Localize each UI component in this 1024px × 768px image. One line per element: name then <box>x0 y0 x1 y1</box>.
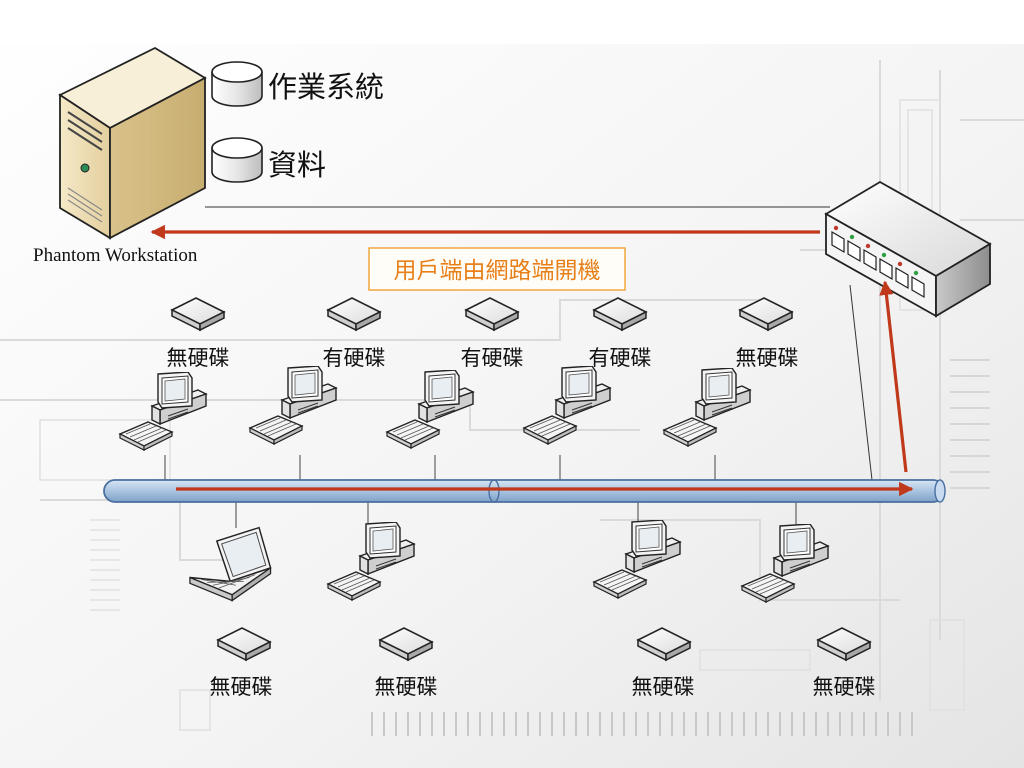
client-bottom-2: 無硬碟 <box>327 522 438 699</box>
boot-callout-label: 用戶端由網路端開機 <box>394 258 601 284</box>
disk-status-label: 無硬碟 <box>210 675 273 699</box>
arrow-to-switch <box>879 280 908 473</box>
disk-status-label: 有硬碟 <box>323 346 386 370</box>
desktop-computer-icon <box>593 520 681 599</box>
port-icon <box>895 266 909 290</box>
server-tower-icon <box>58 46 207 240</box>
hard-disk-icon <box>739 297 793 331</box>
client-top-3: 有硬碟 <box>386 297 524 449</box>
status-led <box>865 243 871 249</box>
desktop-computer-icon <box>523 366 611 445</box>
network-switch-icon <box>824 180 992 318</box>
client-top-4: 有硬碟 <box>523 297 652 445</box>
hard-disk-icon <box>593 297 647 331</box>
disk-status-label: 有硬碟 <box>461 346 524 370</box>
database-icon <box>211 137 263 183</box>
hard-disk-icon <box>327 297 381 331</box>
disk-status-label: 無硬碟 <box>813 675 876 699</box>
hard-disk-icon <box>217 627 271 661</box>
port-icon <box>863 248 877 272</box>
client-top-1: 無硬碟 <box>119 297 230 451</box>
storage-label: 作業系統 <box>268 70 384 104</box>
status-led <box>897 261 903 267</box>
port-icon <box>911 275 925 299</box>
desktop-computer-icon <box>663 368 751 447</box>
disk-status-label: 無硬碟 <box>167 346 230 370</box>
port-icon <box>879 257 893 281</box>
disk-status-label: 無硬碟 <box>736 346 799 370</box>
storage-label: 資料 <box>268 148 326 182</box>
status-led <box>849 234 855 240</box>
connector-lines <box>205 206 873 481</box>
boot-callout: 用戶端由網路端開機 <box>368 247 626 291</box>
desktop-computer-icon <box>741 524 829 603</box>
status-led <box>881 252 887 258</box>
data-storage: 資料 <box>211 137 326 183</box>
laptop-icon <box>189 526 272 602</box>
hard-disk-icon <box>171 297 225 331</box>
server-label: Phantom Workstation <box>33 245 198 266</box>
hard-disk-icon <box>465 297 519 331</box>
desktop-computer-icon <box>386 370 474 449</box>
status-led <box>913 270 919 276</box>
hard-disk-icon <box>379 627 433 661</box>
desktop-computer-icon <box>119 372 207 451</box>
desktop-computer-icon <box>249 366 337 445</box>
boot-path-arrows <box>150 224 914 497</box>
client-bottom-4: 無硬碟 <box>741 524 876 699</box>
disk-status-label: 無硬碟 <box>632 675 695 699</box>
desktop-computer-icon <box>327 522 415 601</box>
network-bus <box>103 479 946 503</box>
status-led <box>833 225 839 231</box>
database-icon <box>211 61 263 107</box>
client-top-5: 無硬碟 <box>663 297 799 447</box>
disk-status-label: 有硬碟 <box>589 346 652 370</box>
disk-status-label: 無硬碟 <box>375 675 438 699</box>
hard-disk-icon <box>637 627 691 661</box>
os-storage: 作業系統 <box>211 61 384 107</box>
client-top-2: 有硬碟 <box>249 297 386 445</box>
client-bottom-3: 無硬碟 <box>593 520 695 699</box>
port-icon <box>831 230 845 254</box>
port-icon <box>847 239 861 263</box>
hard-disk-icon <box>817 627 871 661</box>
client-bottom-1: 無硬碟 <box>189 526 273 699</box>
